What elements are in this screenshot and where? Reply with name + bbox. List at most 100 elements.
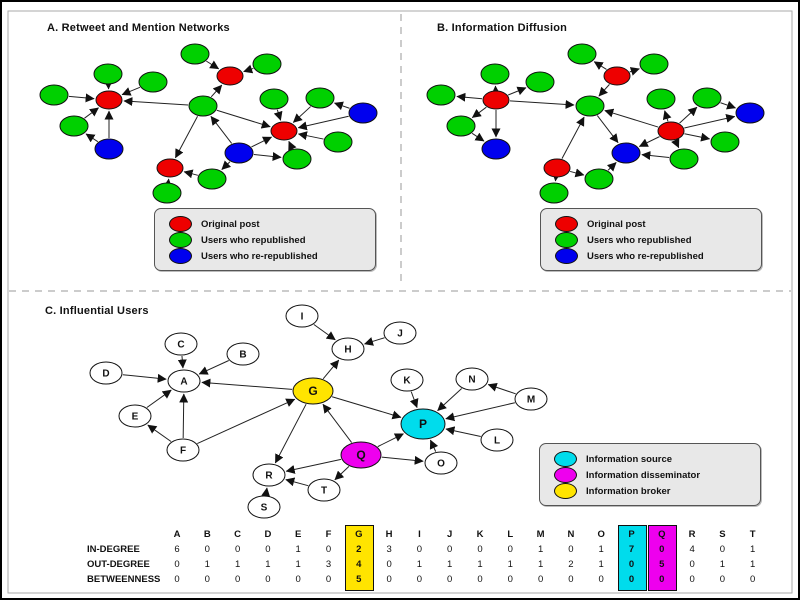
table-cell-L: 0 (507, 574, 513, 585)
network-edge (509, 99, 575, 109)
table-col-header-R: R (688, 529, 696, 540)
network-edge (297, 131, 324, 141)
green-node (692, 87, 722, 109)
table-cell-A: 0 (174, 559, 180, 570)
table-cell-E: 0 (295, 574, 301, 585)
table-cell-D: 0 (265, 574, 271, 585)
legend-item: Users who re-republished (169, 248, 375, 264)
legend-item-label: Users who republished (587, 234, 692, 246)
legend-item: Users who republished (555, 232, 761, 248)
table-cell-F: 3 (325, 559, 332, 570)
green-node (188, 95, 218, 117)
green-node (480, 63, 510, 85)
table-cell-H: 0 (386, 574, 392, 585)
table-col-header-L: L (507, 529, 514, 540)
network-edge (445, 426, 481, 437)
node-label-Q: Q (356, 448, 365, 462)
node-T (307, 478, 341, 502)
legend-item: Original post (555, 216, 761, 232)
slide-inner-border (7, 10, 793, 594)
table-col-header-P: P (628, 529, 635, 540)
table-col-header-F: F (325, 529, 332, 540)
green-node (93, 63, 123, 85)
table-cell-M: 1 (537, 559, 544, 570)
node-Q (340, 441, 382, 469)
network-edge (471, 106, 487, 119)
table-col-header-Q: Q (658, 529, 666, 540)
network-edge (183, 169, 199, 179)
network-edge (445, 402, 515, 422)
legend-item: Information disseminator (554, 467, 760, 483)
table-cell-I: 0 (416, 544, 423, 555)
table-cell-T: 1 (750, 559, 756, 570)
original-post-swatch (169, 216, 192, 232)
legend-panel-c: Information source Information dissemina… (539, 443, 761, 506)
table-cell-I: 0 (416, 574, 423, 585)
table-cell-H: 0 (386, 559, 392, 570)
legend-item-label: Original post (201, 218, 260, 230)
red-node (156, 158, 184, 178)
table-col-header-O: O (597, 529, 605, 540)
green-node (575, 95, 605, 117)
information-broker-swatch (554, 483, 577, 499)
network-edge (210, 84, 223, 98)
green-node (639, 53, 669, 75)
network-panel-b (426, 43, 765, 204)
red-node (603, 66, 631, 86)
table-cell-T: 0 (750, 574, 756, 585)
node-I (285, 304, 319, 328)
network-edge (177, 355, 187, 369)
blue-node (94, 138, 124, 160)
network-edge (85, 133, 99, 143)
network-edge (364, 337, 385, 346)
green-node (539, 182, 569, 204)
table-cell-S: 0 (719, 544, 726, 555)
green-node (669, 148, 699, 170)
network-edge (671, 138, 680, 149)
table-cell-A: 0 (174, 574, 180, 585)
node-label-O: O (437, 459, 445, 470)
network-edge (437, 388, 463, 411)
table-cell-T: 1 (750, 544, 756, 555)
table-cell-O: 0 (598, 574, 604, 585)
blue-node (348, 102, 378, 124)
node-label-F: F (180, 446, 186, 457)
network-edge (274, 403, 307, 464)
blue-node (735, 102, 765, 124)
table-cell-K: 0 (477, 544, 483, 555)
green-node (567, 43, 597, 65)
table-cell-F: 0 (325, 574, 332, 585)
table-col-header-J: J (447, 529, 453, 540)
red-node (482, 90, 510, 110)
panel-a-title: A. Retweet and Mention Networks (47, 22, 230, 34)
network-edge (606, 162, 617, 172)
table-cell-B: 0 (204, 544, 210, 555)
republished-swatch (555, 232, 578, 248)
green-node (59, 115, 89, 137)
table-cell-R: 4 (689, 544, 695, 555)
network-edge (206, 60, 220, 70)
network-edge (720, 100, 737, 110)
node-label-K: K (403, 376, 411, 387)
table-col-header-S: S (719, 529, 726, 540)
node-K (390, 368, 424, 392)
network-edge (121, 86, 141, 96)
node-label-N: N (468, 375, 475, 386)
network-edge (456, 92, 483, 102)
green-node (525, 71, 555, 93)
network-edge (331, 396, 402, 420)
node-label-H: H (344, 345, 351, 356)
network-edge (561, 116, 585, 159)
table-cell-R: 0 (689, 574, 695, 585)
table-cell-K: 0 (477, 574, 483, 585)
green-node (426, 84, 456, 106)
network-edge (641, 151, 670, 160)
network-edge (629, 67, 640, 76)
network-edge (273, 109, 283, 121)
network-edge (179, 393, 189, 439)
table-cell-G: 5 (356, 574, 362, 585)
table-col-header-H: H (385, 529, 393, 540)
republished-swatch (169, 232, 192, 248)
table-cell-Q: 0 (659, 544, 665, 555)
network-edge (198, 360, 229, 375)
